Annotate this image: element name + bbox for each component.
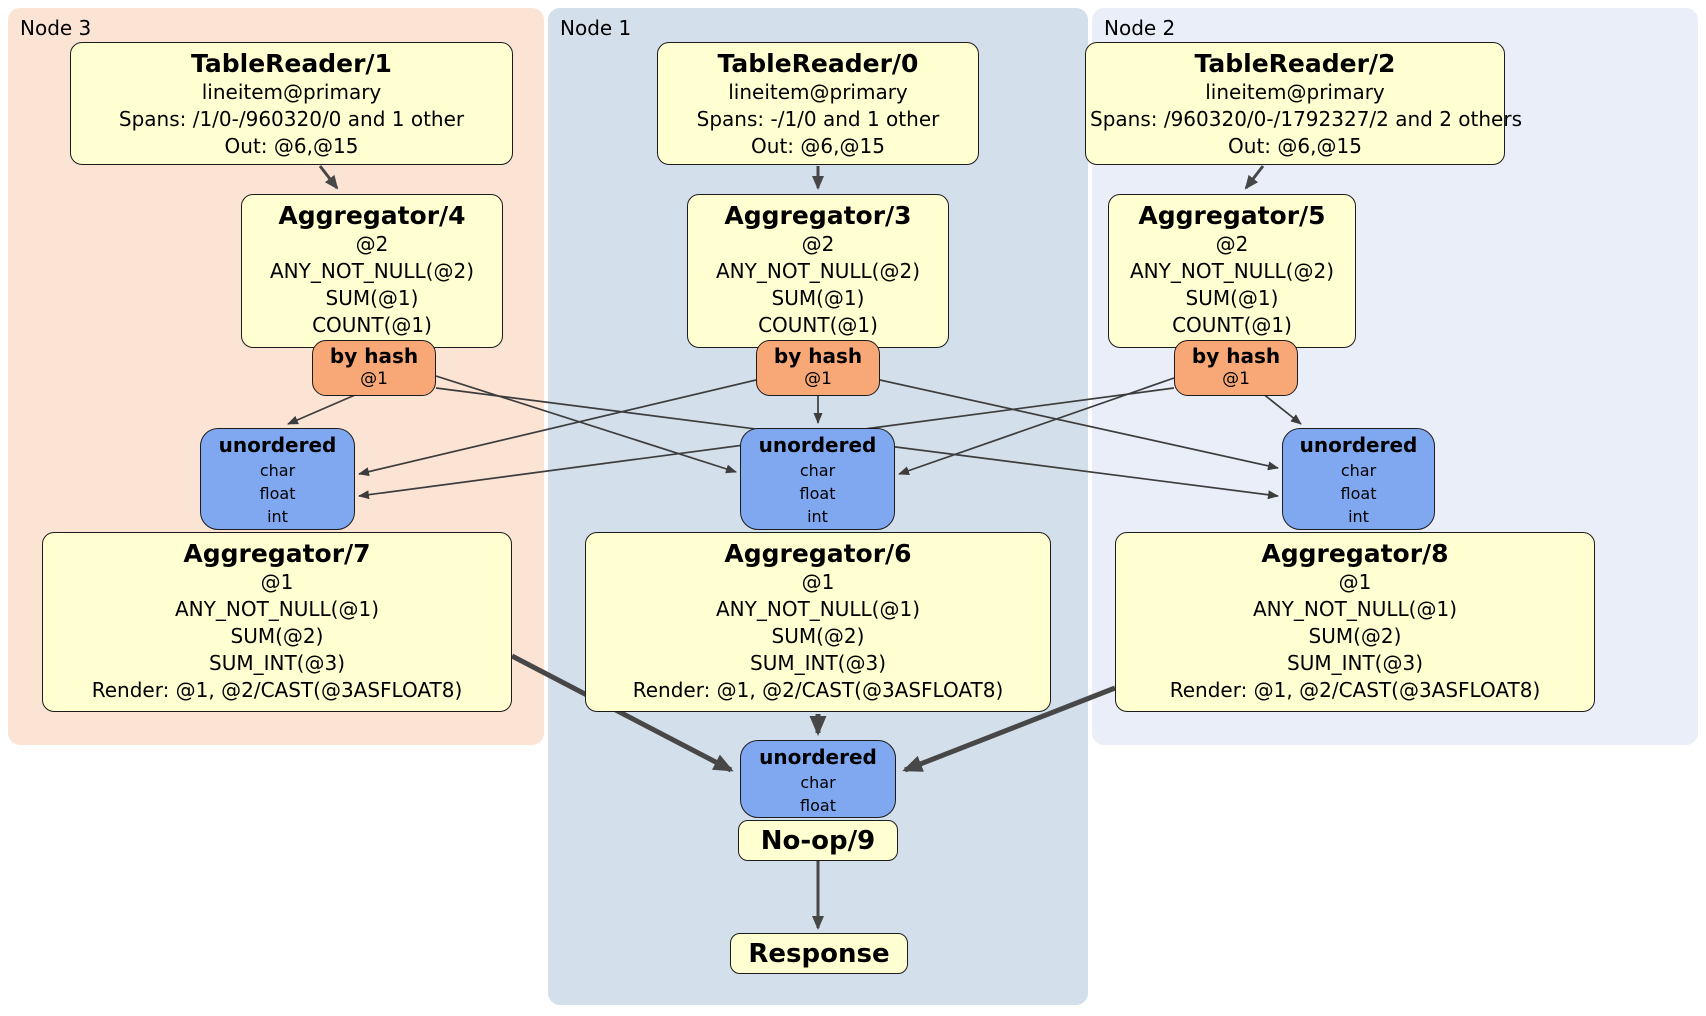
- sync-column: float: [800, 796, 836, 815]
- processor-title: Aggregator/4: [278, 201, 466, 230]
- router-by-hash-node1: by hash @1: [756, 340, 880, 396]
- processor-line: Render: @1, @2/CAST(@3ASFLOAT8): [91, 678, 463, 702]
- processor-line: Spans: /1/0-/960320/0 and 1 other: [118, 107, 465, 131]
- processor-tablereader-2: TableReader/2 lineitem@primary Spans: /9…: [1085, 42, 1523, 165]
- processor-line: @1: [801, 570, 835, 594]
- sync-unordered-node2: unordered char float int: [1282, 428, 1435, 530]
- processor-line: ANY_NOT_NULL(@2): [1130, 259, 1334, 283]
- processor-line: COUNT(@1): [758, 313, 878, 337]
- processor-line: SUM(@2): [1308, 624, 1402, 648]
- processor-tablereader-0: TableReader/0 lineitem@primary Spans: -/…: [657, 42, 979, 165]
- sync-column: char: [1340, 461, 1377, 480]
- processor-line: SUM(@2): [230, 624, 324, 648]
- processor-noop-9: No-op/9: [738, 820, 898, 861]
- router-title: by hash: [329, 344, 419, 368]
- processor-line: lineitem@primary: [1205, 80, 1385, 104]
- sync-title: unordered: [218, 433, 337, 457]
- processor-line: SUM(@1): [1185, 286, 1279, 310]
- processor-line: Render: @1, @2/CAST(@3ASFLOAT8): [1169, 678, 1541, 702]
- processor-line: SUM_INT(@3): [1287, 651, 1423, 675]
- processor-line: Out: @6,@15: [224, 134, 359, 158]
- processor-line: ANY_NOT_NULL(@1): [175, 597, 379, 621]
- processor-line: Out: @6,@15: [751, 134, 885, 158]
- processor-line: @2: [1215, 232, 1249, 256]
- processor-aggregator-8: Aggregator/8 @1 ANY_NOT_NULL(@1) SUM(@2)…: [1115, 532, 1595, 712]
- processor-title: Response: [748, 938, 890, 969]
- sync-column: int: [267, 507, 288, 526]
- processor-line: Spans: -/1/0 and 1 other: [696, 107, 940, 131]
- sync-column: float: [1340, 484, 1377, 503]
- processor-line: Render: @1, @2/CAST(@3ASFLOAT8): [632, 678, 1004, 702]
- router-key: @1: [360, 369, 388, 389]
- processor-line: COUNT(@1): [312, 313, 432, 337]
- processor-line: @1: [1338, 570, 1372, 594]
- processor-title: Aggregator/6: [724, 539, 912, 568]
- processor-response: Response: [730, 933, 908, 974]
- processor-title: No-op/9: [760, 825, 876, 856]
- region-node3-label: Node 3: [20, 16, 92, 40]
- processor-tablereader-1: TableReader/1 lineitem@primary Spans: /1…: [70, 42, 513, 165]
- processor-line: lineitem@primary: [201, 80, 382, 104]
- processor-title: TableReader/1: [191, 49, 392, 78]
- router-by-hash-node3: by hash @1: [312, 340, 436, 396]
- sync-column: char: [799, 461, 836, 480]
- processor-title: Aggregator/7: [183, 539, 371, 568]
- router-key: @1: [1222, 369, 1250, 389]
- region-node1-label: Node 1: [560, 16, 632, 40]
- processor-line: @1: [260, 570, 294, 594]
- processor-line: ANY_NOT_NULL(@2): [716, 259, 920, 283]
- processor-line: SUM_INT(@3): [209, 651, 345, 675]
- router-key: @1: [804, 369, 832, 389]
- processor-line: SUM(@1): [771, 286, 865, 310]
- processor-line: SUM(@1): [325, 286, 419, 310]
- processor-line: SUM_INT(@3): [750, 651, 886, 675]
- processor-aggregator-4: Aggregator/4 @2 ANY_NOT_NULL(@2) SUM(@1)…: [241, 194, 503, 348]
- processor-line: ANY_NOT_NULL(@1): [716, 597, 920, 621]
- processor-line: @2: [801, 232, 835, 256]
- processor-title: Aggregator/8: [1261, 539, 1449, 568]
- processor-title: Aggregator/5: [1138, 201, 1326, 230]
- sync-unordered-final: unordered char float: [740, 740, 896, 818]
- processor-title: TableReader/0: [717, 49, 919, 78]
- processor-aggregator-7: Aggregator/7 @1 ANY_NOT_NULL(@1) SUM(@2)…: [42, 532, 512, 712]
- sync-column: int: [807, 507, 828, 526]
- sync-column: float: [259, 484, 296, 503]
- processor-title: Aggregator/3: [724, 201, 912, 230]
- processor-line: lineitem@primary: [728, 80, 908, 104]
- processor-line: COUNT(@1): [1172, 313, 1292, 337]
- router-title: by hash: [773, 344, 863, 368]
- processor-line: SUM(@2): [771, 624, 865, 648]
- region-node2-label: Node 2: [1104, 16, 1176, 40]
- router-by-hash-node2: by hash @1: [1174, 340, 1298, 396]
- sync-column: char: [259, 461, 296, 480]
- router-title: by hash: [1191, 344, 1281, 368]
- processor-line: Out: @6,@15: [1228, 134, 1362, 158]
- sync-title: unordered: [759, 745, 877, 769]
- processor-aggregator-6: Aggregator/6 @1 ANY_NOT_NULL(@1) SUM(@2)…: [585, 532, 1051, 712]
- processor-aggregator-3: Aggregator/3 @2 ANY_NOT_NULL(@2) SUM(@1)…: [687, 194, 949, 348]
- sync-title: unordered: [758, 433, 877, 457]
- processor-title: TableReader/2: [1194, 49, 1396, 78]
- processor-line: @2: [355, 232, 389, 256]
- sync-column: char: [800, 773, 836, 792]
- sync-unordered-node3: unordered char float int: [200, 428, 355, 530]
- processor-line: Spans: /960320/0-/1792327/2 and 2 others: [1090, 107, 1523, 131]
- sync-title: unordered: [1299, 433, 1418, 457]
- sync-unordered-node1: unordered char float int: [740, 428, 895, 530]
- sync-column: int: [1348, 507, 1369, 526]
- sync-column: float: [799, 484, 836, 503]
- processor-line: ANY_NOT_NULL(@2): [270, 259, 474, 283]
- processor-line: ANY_NOT_NULL(@1): [1253, 597, 1457, 621]
- processor-aggregator-5: Aggregator/5 @2 ANY_NOT_NULL(@2) SUM(@1)…: [1108, 194, 1356, 348]
